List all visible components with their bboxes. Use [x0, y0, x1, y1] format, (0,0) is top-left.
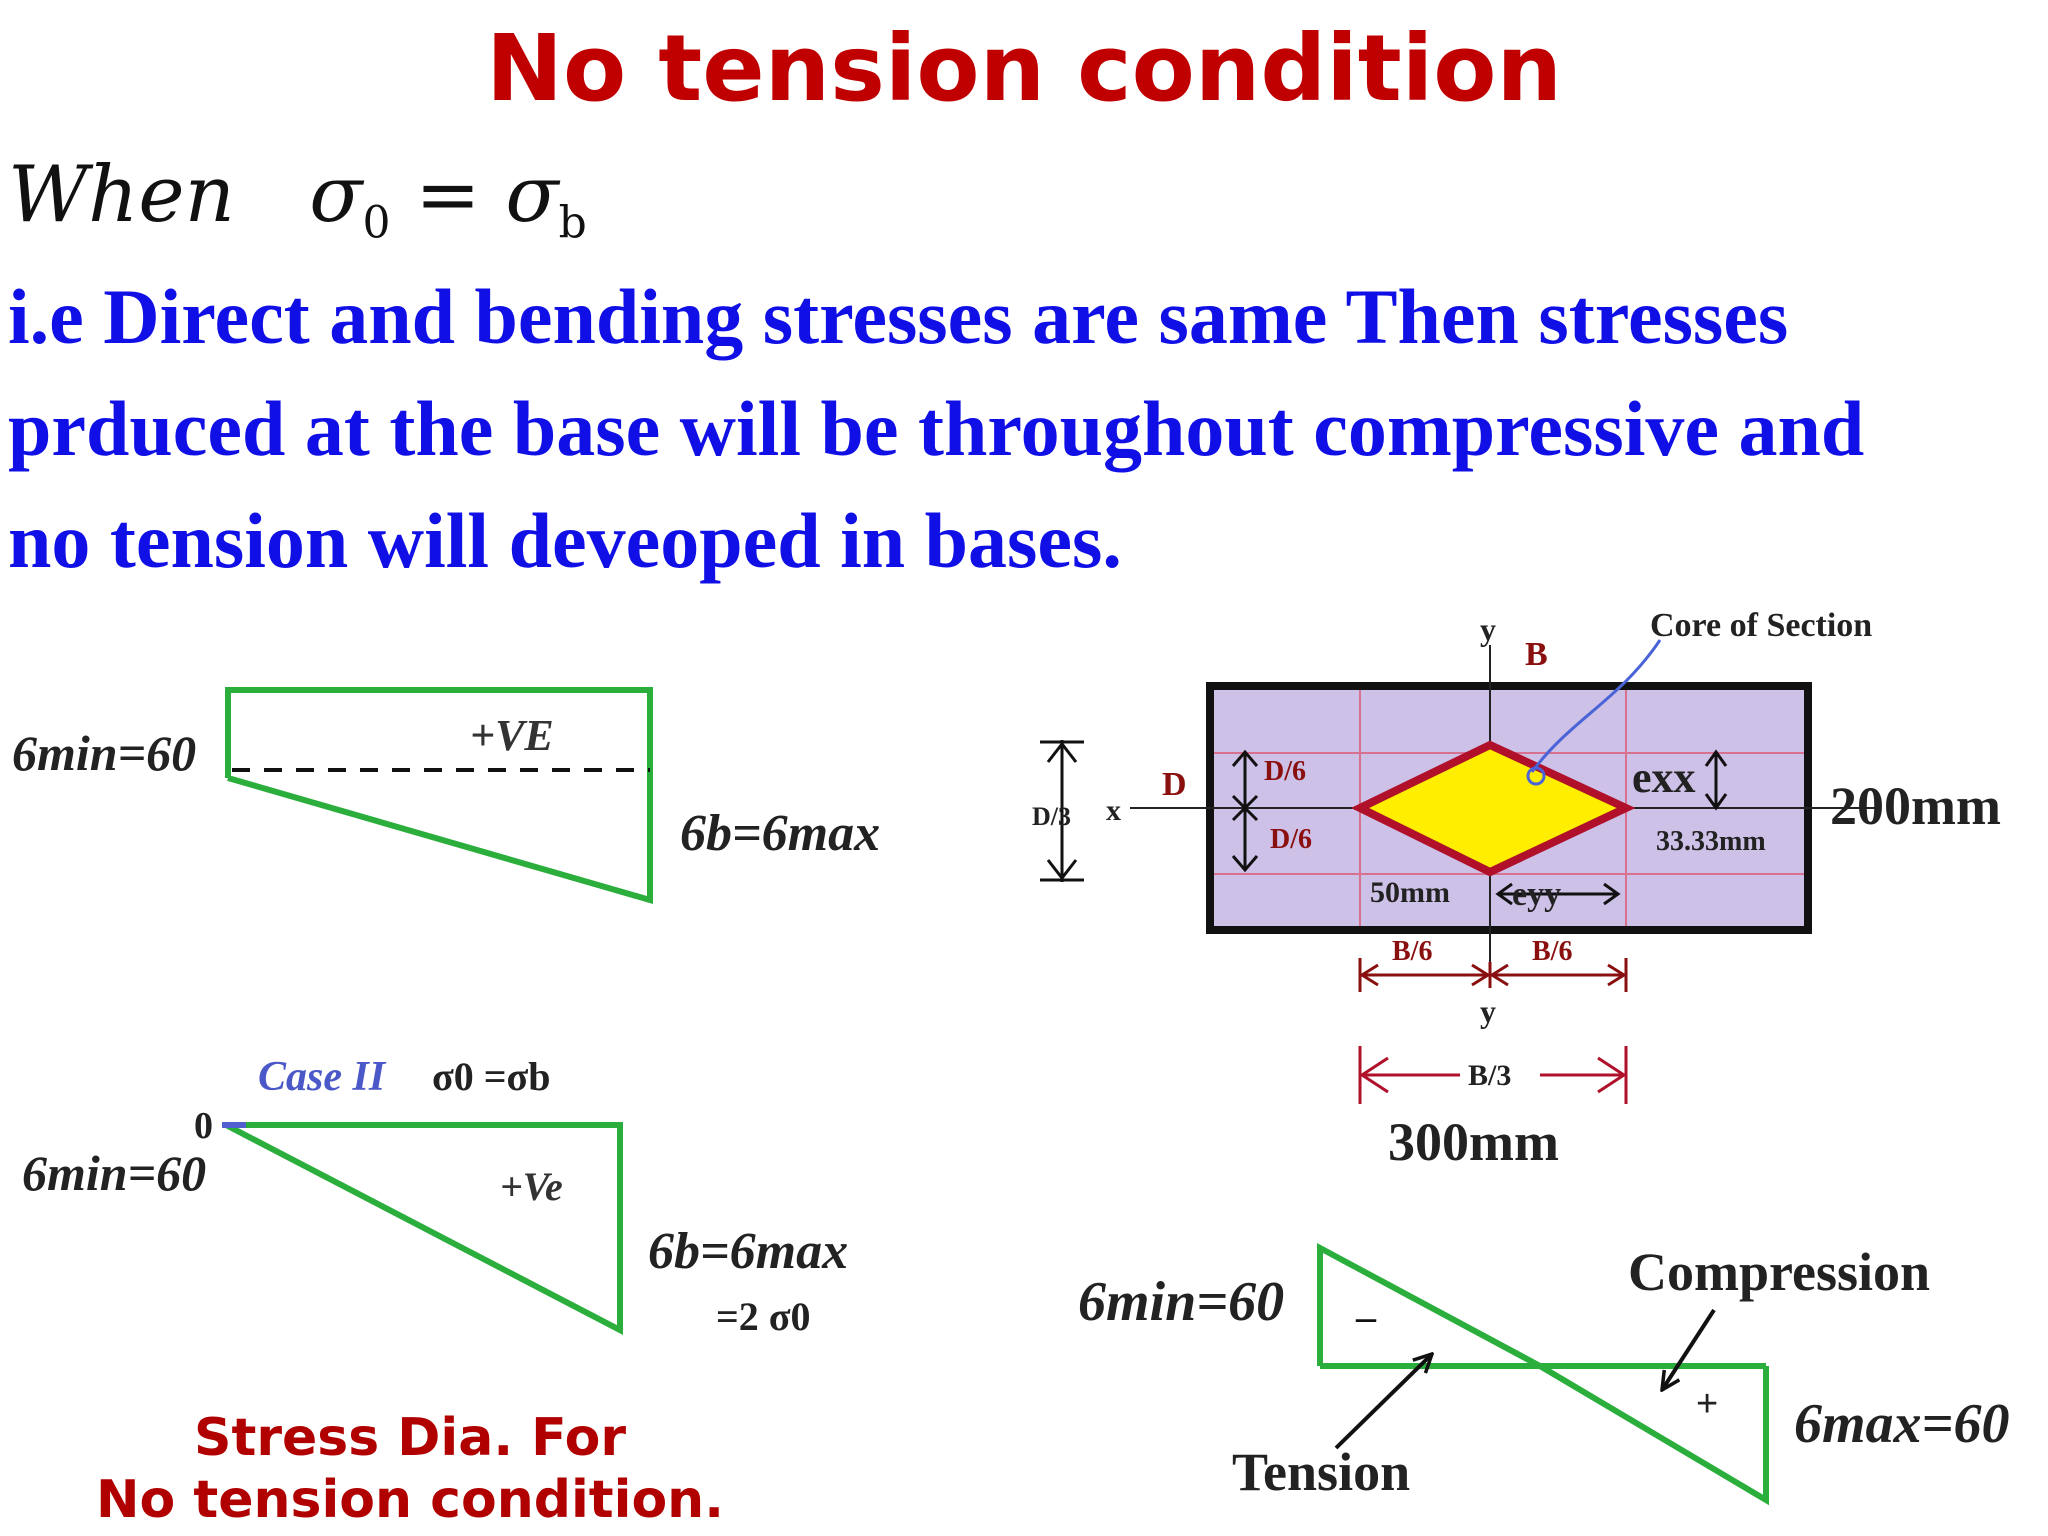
eyy-label: eyy — [1512, 876, 1561, 913]
d3-label: D/3 — [1032, 802, 1071, 831]
description-line-2: prduced at the base will be throughout c… — [8, 385, 1865, 472]
d3-arrowheads — [1040, 740, 1084, 882]
diagram3-minus-sign: – — [1355, 1294, 1377, 1339]
diagram2-right-sublabel: =2 σ0 — [716, 1294, 811, 1339]
exx-label: exx — [1632, 753, 1696, 802]
description-line-3: no tension will deveoped in bases. — [8, 497, 1122, 584]
d6-arrowheads — [1231, 749, 1259, 873]
diagram1-outline — [225, 687, 653, 904]
eyy-arrow — [1495, 882, 1621, 906]
sigma-b: σb — [505, 150, 587, 249]
b3-dimension — [1358, 1046, 1628, 1104]
equals-sign: = — [415, 150, 481, 240]
label-D: D — [1162, 766, 1187, 803]
diagram1-right-label: 6b=6max — [680, 805, 880, 862]
tension-arrow — [1334, 1354, 1432, 1450]
diagram2-case-label: Case II — [258, 1054, 387, 1100]
cross-section-diagram: Core of Section y B x D D/6 D/6 D/3 exx … — [1032, 607, 2001, 1172]
core-of-section — [1350, 740, 1636, 877]
diagram1-left-label: 6min=60 — [12, 725, 196, 781]
exx-value: 33.33mm — [1656, 826, 1766, 857]
d6-lower-label: D/6 — [1270, 824, 1312, 855]
compression-arrow — [1662, 1308, 1716, 1390]
core-pointer-dot — [1526, 766, 1546, 786]
caption-line-2: No tension condition. — [96, 1470, 724, 1530]
diagram3-right-triangle — [1538, 1363, 1769, 1506]
d6-upper-label: D/6 — [1264, 756, 1306, 787]
label-B: B — [1525, 636, 1548, 673]
diagram1-sign-label: +VE — [470, 711, 554, 760]
width-value: 300mm — [1388, 1112, 1559, 1172]
diagram2-sign-label: +Ve — [500, 1164, 563, 1209]
b6-left-label: B/6 — [1392, 936, 1432, 967]
diagram2-case-equation: σ0 =σb — [432, 1054, 551, 1099]
diagram2-right-label: 6b=6max — [648, 1223, 848, 1280]
caption-line-1: Stress Dia. For — [194, 1408, 626, 1468]
core-of-section-label: Core of Section — [1650, 607, 1872, 644]
condition-word: When — [8, 150, 235, 240]
axis-y-bottom-label: y — [1480, 993, 1496, 1029]
diagram2-left-label: 6min=60 — [22, 1145, 206, 1201]
sigma-zero: σ0 — [309, 150, 391, 249]
b6-ticks — [1358, 958, 1628, 992]
diagram3-left-triangle — [1317, 1242, 1542, 1369]
diagram3-right-label: 6max=60 — [1794, 1393, 2009, 1455]
b3-label: B/3 — [1468, 1059, 1511, 1092]
condition-formula: When σ0 = σb — [8, 150, 587, 249]
b6-right-label: B/6 — [1532, 936, 1572, 967]
diagram3-left-label: 6min=60 — [1078, 1271, 1284, 1333]
axis-x-label: x — [1106, 794, 1121, 827]
eyy-value: 50mm — [1370, 876, 1450, 909]
stress-diagram-case-1: 6min=60 +VE 6b=6max — [12, 687, 880, 904]
diagram3-plus-sign: + — [1696, 1383, 1718, 1425]
stress-diagram-tension-compression: – + 6min=60 6max=60 Compression Tension — [1078, 1242, 2009, 1506]
stress-diagram-case-2: Case II σ0 =σb 0 6min=60 +Ve 6b=6max =2 … — [22, 1054, 848, 1339]
description-line-1: i.e Direct and bending stresses are same… — [8, 273, 1789, 360]
exx-arrowheads — [1704, 749, 1728, 811]
tension-label: Tension — [1232, 1442, 1410, 1502]
page-title: No tension condition — [486, 15, 1562, 122]
diagram2-zero-label: 0 — [194, 1105, 213, 1147]
core-pointer-line — [1530, 639, 1662, 773]
height-value: 200mm — [1830, 776, 2001, 836]
diagram2-outline — [224, 1122, 623, 1335]
axis-y-top-label: y — [1480, 611, 1496, 647]
compression-label: Compression — [1628, 1242, 1930, 1302]
